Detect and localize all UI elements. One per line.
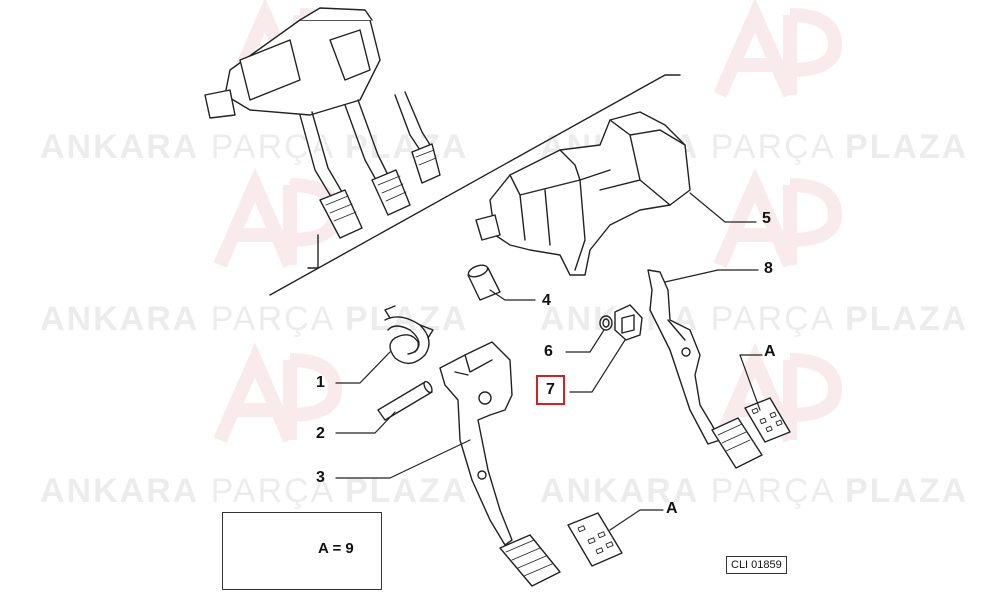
callout-6: 6 xyxy=(544,343,553,360)
part-3-pedal xyxy=(439,341,561,587)
part-6-washer xyxy=(599,315,613,331)
separator-line xyxy=(269,74,681,296)
watermark-logo-icon xyxy=(713,0,843,98)
callout-a-right: A xyxy=(764,343,776,360)
callout-4: 4 xyxy=(542,292,551,309)
watermark-logo-icon xyxy=(213,167,343,268)
leader-lines xyxy=(335,192,763,531)
part-1-return-spring xyxy=(384,305,434,364)
part-7-clip xyxy=(614,304,643,341)
watermark-text: ANKARA PARÇA PLAZA xyxy=(540,472,969,510)
watermark-text: ANKARA PARÇA PLAZA xyxy=(40,472,469,510)
watermark-logo-icon xyxy=(713,167,843,268)
overview-pedal-assembly xyxy=(204,7,441,239)
callout-2: 2 xyxy=(316,425,325,442)
watermark-logo-icon xyxy=(213,342,343,443)
legend-box xyxy=(222,512,382,590)
diagram-reference-code: CLI 01859 xyxy=(726,556,787,574)
part-4-bushing xyxy=(467,264,501,301)
pad-cover-a-bottom xyxy=(567,512,623,567)
part-5-pedal-bracket xyxy=(475,111,691,276)
separator-line xyxy=(307,234,319,269)
callout-8: 8 xyxy=(764,260,773,277)
watermark-text: ANKARA PARÇA PLAZA xyxy=(40,300,469,338)
part-8-pedal xyxy=(647,269,763,469)
pad-cover-a-right xyxy=(744,397,791,443)
legend-text: A = 9 xyxy=(318,540,354,557)
callout-1: 1 xyxy=(316,374,325,391)
part-2-pin xyxy=(377,380,433,421)
callout-a-bottom: A xyxy=(666,500,678,517)
callout-3: 3 xyxy=(316,469,325,486)
callout-7-highlighted: 7 xyxy=(536,375,565,405)
callout-5: 5 xyxy=(762,210,771,227)
